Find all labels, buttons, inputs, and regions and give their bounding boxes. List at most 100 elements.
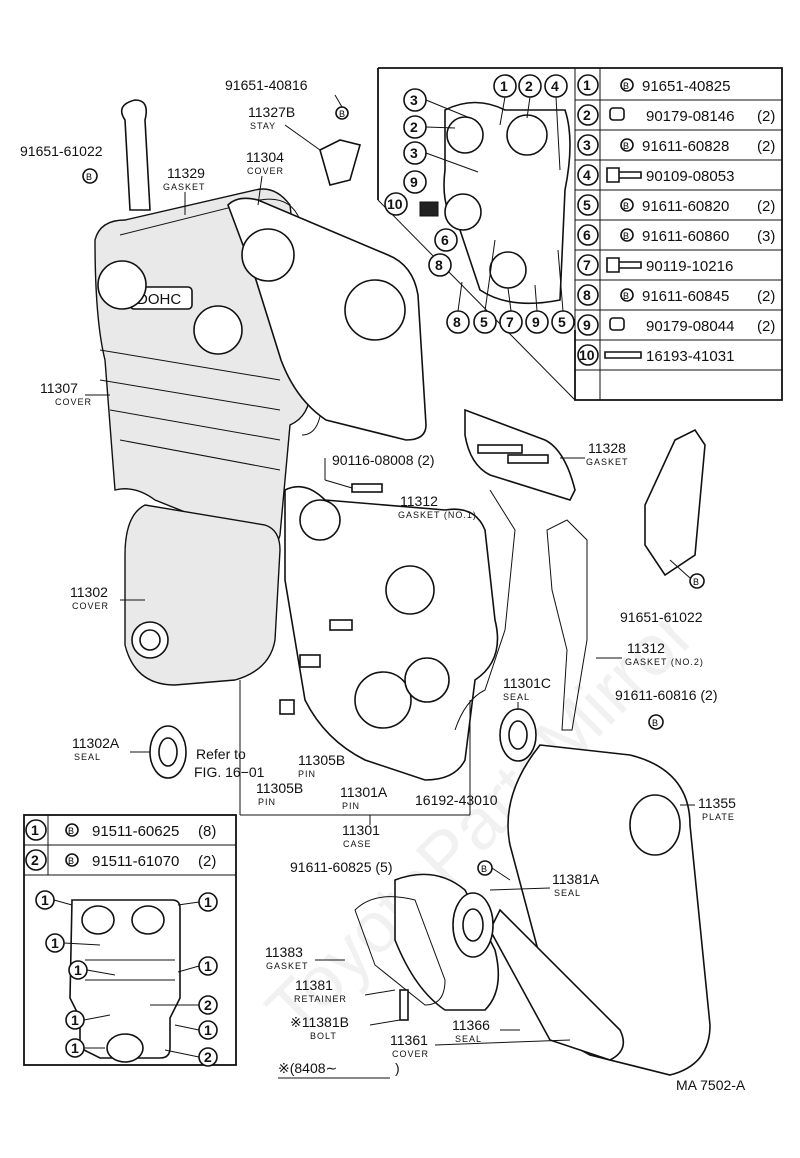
svg-text:1: 1 xyxy=(71,1012,79,1028)
table-qty: (2) xyxy=(757,138,775,155)
table-qty: (2) xyxy=(757,318,775,335)
svg-text:B: B xyxy=(68,826,74,836)
b-bolt-icon xyxy=(620,198,634,212)
gasket-no2 xyxy=(546,519,588,731)
table-top-icons: B B B B B xyxy=(604,78,642,359)
bolt-11381b xyxy=(399,989,409,1021)
svg-text:B: B xyxy=(623,231,629,241)
row-number: 5 xyxy=(583,197,591,213)
svg-text:SEAL: SEAL xyxy=(554,888,581,898)
callout-11301: 11301 xyxy=(342,822,380,838)
table-qty: (3) xyxy=(757,228,775,245)
table-part-number: 16193-41031 xyxy=(646,348,734,365)
callout-11381b: ※11381B xyxy=(290,1014,349,1030)
svg-text:B: B xyxy=(623,141,629,151)
callout-11383: 11383 xyxy=(265,944,303,960)
callout-11312-no2: 11312 xyxy=(627,640,665,656)
callouts: 91651-40816 B 11327B STAY 91651-61022 B … xyxy=(20,77,746,1093)
row-number: 4 xyxy=(583,167,591,183)
callout-11355: 11355 xyxy=(698,795,736,811)
svg-text:4: 4 xyxy=(551,78,559,94)
table-qty: (2) xyxy=(198,853,216,870)
table-top-parts: 91651-40825 90179-08146 (2) 91611-60828 … xyxy=(642,78,775,365)
callout-11305b-a: 11305B xyxy=(298,752,345,768)
nut-icon xyxy=(609,317,625,331)
serial-range-label: ※(8408∼ xyxy=(278,1060,337,1076)
inset-top-right: 1 2 3 4 5 6 7 8 9 10 B B B B B 91651-408… xyxy=(377,67,783,401)
inset-bottom-left: 1 2 B B 91511-60625 (8) 91511-61070 (2) … xyxy=(23,814,237,1067)
table-part-number: 90179-08146 xyxy=(646,108,734,125)
b-bolt-icon xyxy=(620,78,634,92)
callout-11304: 11304 xyxy=(246,149,284,165)
callout-91651-61022: 91651-61022 xyxy=(20,143,103,159)
svg-text:1: 1 xyxy=(500,78,508,94)
row-number: 1 xyxy=(31,822,39,838)
gasket-no1 xyxy=(454,489,516,731)
table-part-number: 91611-60828 xyxy=(642,138,729,155)
b-bolt-icon xyxy=(620,288,634,302)
table-qty: (2) xyxy=(757,108,775,125)
svg-text:COVER: COVER xyxy=(392,1049,429,1059)
callout-11312-no1: 11312 xyxy=(400,493,438,509)
svg-text:3: 3 xyxy=(410,92,418,108)
svg-text:B: B xyxy=(623,81,629,91)
svg-text:5: 5 xyxy=(558,314,566,330)
svg-text:GASKET: GASKET xyxy=(266,961,309,971)
oil-seal-cover-11366 xyxy=(489,908,625,1061)
svg-text:COVER: COVER xyxy=(247,166,284,176)
flange-bolt-icon xyxy=(606,257,642,273)
row-number: 7 xyxy=(583,257,591,273)
table-qty: (2) xyxy=(757,198,775,215)
table-part-number: 91611-60860 xyxy=(642,228,729,245)
b-bolt-icon xyxy=(620,228,634,242)
svg-text:B: B xyxy=(623,291,629,301)
callout-11329: 11329 xyxy=(167,165,205,181)
retainer-gasket xyxy=(354,896,446,1006)
svg-text:GASKET: GASKET xyxy=(163,182,206,192)
row-number: 3 xyxy=(583,137,591,153)
svg-text:B: B xyxy=(623,201,629,211)
svg-text:CASE: CASE xyxy=(343,839,372,849)
svg-text:7: 7 xyxy=(506,314,514,330)
bolt-table-top xyxy=(575,68,782,400)
table-part-number: 91611-60845 xyxy=(642,288,729,305)
callout-11302: 11302 xyxy=(70,584,108,600)
svg-text:STAY: STAY xyxy=(250,121,276,131)
row-number: 6 xyxy=(583,227,591,243)
callout-11301a: 11301A xyxy=(340,784,388,800)
callout-11366: 11366 xyxy=(452,1017,490,1033)
flange-bolt-icon xyxy=(606,167,642,183)
svg-text:1: 1 xyxy=(74,962,82,978)
row-number: 8 xyxy=(583,287,591,303)
table-part-number: 90179-08044 xyxy=(646,318,734,335)
svg-text:8: 8 xyxy=(453,314,461,330)
inset-callouts: 3 2 3 9 10 6 8 8 5 7 9 5 1 2 4 xyxy=(384,74,575,334)
table-part-number: 90109-08053 xyxy=(646,168,734,185)
svg-text:2: 2 xyxy=(204,1049,212,1065)
svg-text:PLATE: PLATE xyxy=(702,812,735,822)
svg-text:1: 1 xyxy=(71,1040,79,1056)
svg-text:SEAL: SEAL xyxy=(503,692,530,702)
svg-text:B: B xyxy=(86,172,92,182)
engine-hanger-left xyxy=(120,99,151,211)
callout-91651-40816: 91651-40816 xyxy=(225,77,308,93)
inset-case-drawing xyxy=(419,101,571,305)
table-part-number: 91511-60625 xyxy=(92,823,179,840)
table-qty: (8) xyxy=(198,823,216,840)
svg-text:B: B xyxy=(339,109,345,119)
svg-text:B: B xyxy=(68,856,74,866)
callout-11327b: 11327B xyxy=(248,104,295,120)
table-top-numbers: 1 2 3 4 5 6 7 8 9 10 xyxy=(577,74,599,366)
table-part-number: 91511-61070 xyxy=(92,853,179,870)
refer-to-label: Refer to xyxy=(196,746,246,762)
table-part-number: 91651-40825 xyxy=(642,78,730,95)
svg-text:SEAL: SEAL xyxy=(455,1034,482,1044)
row-number: 10 xyxy=(579,347,595,363)
callout-11381a: 11381A xyxy=(552,871,600,887)
callout-11302a: 11302A xyxy=(72,735,120,751)
svg-text:2: 2 xyxy=(410,119,418,135)
svg-text:1: 1 xyxy=(51,935,59,951)
b-bolt-icon xyxy=(620,138,634,152)
callout-91651-61022-b: 91651-61022 xyxy=(620,609,703,625)
